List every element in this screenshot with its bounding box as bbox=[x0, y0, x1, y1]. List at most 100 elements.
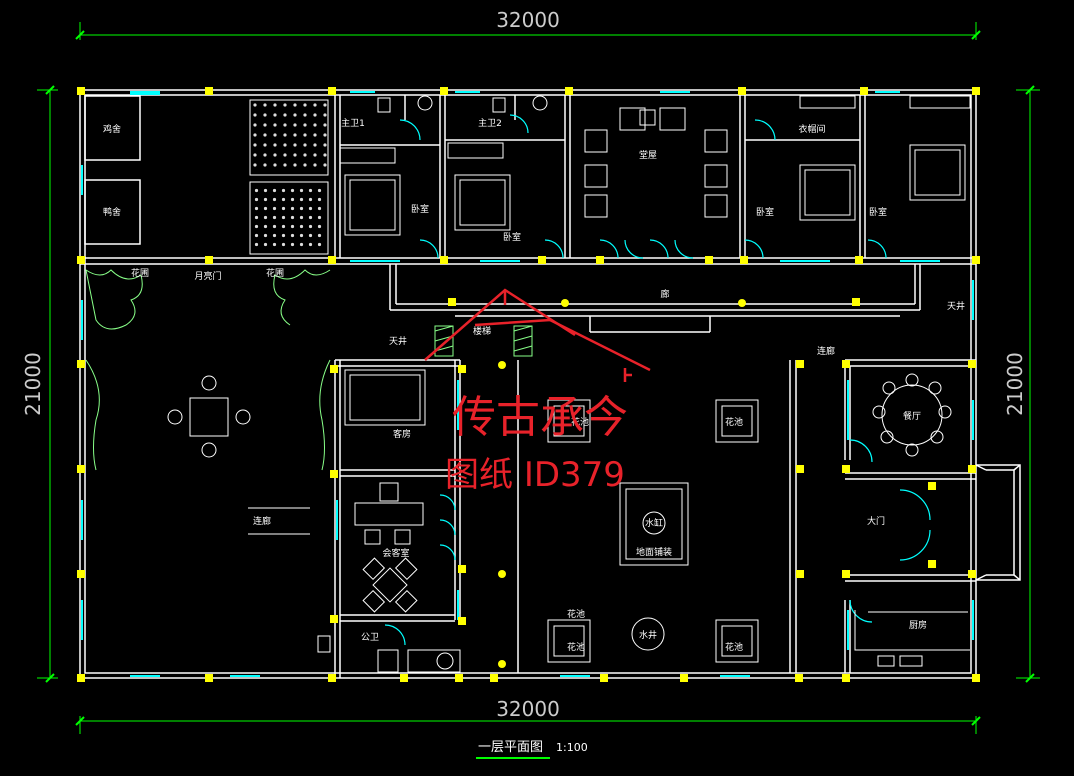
label-bedroom-2: 卧室 bbox=[503, 231, 521, 243]
label-dining: 餐厅 bbox=[903, 410, 921, 422]
tile-dot bbox=[323, 163, 327, 167]
tile-dot bbox=[313, 133, 317, 137]
watermark: 传古承今 图纸 ID379 bbox=[424, 288, 651, 495]
tile-dot bbox=[253, 123, 257, 127]
label-living: 堂屋 bbox=[639, 149, 657, 161]
tile-dot bbox=[313, 153, 317, 157]
tile-dot bbox=[253, 103, 257, 107]
tile-dot bbox=[299, 215, 304, 220]
doors bbox=[384, 114, 931, 646]
tile-dot bbox=[283, 123, 287, 127]
tile-dot bbox=[273, 113, 277, 117]
tile-dot bbox=[290, 188, 295, 193]
label-bedroom-3: 卧室 bbox=[756, 206, 774, 218]
tile-dot bbox=[263, 215, 268, 220]
label-flower-pool-1: 花池 bbox=[571, 416, 589, 428]
tile-dot bbox=[303, 103, 307, 107]
tile-dot bbox=[290, 206, 295, 211]
tile-dot bbox=[253, 143, 257, 147]
label-bedroom-4: 卧室 bbox=[869, 206, 887, 218]
label-moon-gate: 月亮门 bbox=[194, 270, 221, 282]
label-guest-room: 客房 bbox=[393, 428, 411, 440]
tile-dot bbox=[273, 133, 277, 137]
label-corridor: 廊 bbox=[660, 288, 669, 300]
walls bbox=[79, 89, 1021, 679]
tile-dot bbox=[273, 103, 277, 107]
tile-dot bbox=[290, 242, 295, 247]
tile-dot bbox=[283, 113, 287, 117]
watermark-logo-icon bbox=[424, 288, 651, 382]
tile-dot bbox=[299, 188, 304, 193]
watermark-id: 图纸 ID379 bbox=[445, 455, 625, 495]
label-verandah: 连廊 bbox=[817, 345, 835, 357]
label-master-bath-2: 主卫2 bbox=[478, 117, 502, 129]
tile-dot bbox=[273, 163, 277, 167]
tile-dot bbox=[263, 233, 268, 238]
tile-dot bbox=[290, 224, 295, 229]
tile-dot bbox=[293, 163, 297, 167]
dimension-lines bbox=[37, 22, 1040, 734]
columns bbox=[77, 87, 980, 682]
label-flower-pool-2: 花池 bbox=[725, 416, 743, 428]
watermark-text: 传古承今 bbox=[452, 392, 628, 443]
dimension-bottom: 32000 bbox=[496, 697, 560, 721]
tile-dot bbox=[317, 215, 322, 220]
tile-dot bbox=[281, 233, 286, 238]
tile-dot bbox=[253, 113, 257, 117]
windows bbox=[81, 91, 974, 677]
tile-dot bbox=[272, 188, 277, 193]
label-well: 水井 bbox=[639, 629, 657, 641]
tile-dot bbox=[273, 143, 277, 147]
tile-dot bbox=[254, 206, 259, 211]
label-flower-pool-5: 花池 bbox=[725, 641, 743, 653]
tile-dot bbox=[281, 242, 286, 247]
tile-dot bbox=[263, 133, 267, 137]
tile-dot bbox=[281, 197, 286, 202]
tile-dot bbox=[317, 206, 322, 211]
tile-dot bbox=[263, 113, 267, 117]
tile-dot bbox=[303, 143, 307, 147]
tile-dot bbox=[254, 197, 259, 202]
tile-dot bbox=[273, 153, 277, 157]
tile-dot bbox=[308, 233, 313, 238]
dimension-right: 21000 bbox=[1003, 352, 1027, 416]
tile-dot bbox=[323, 113, 327, 117]
tile-dot bbox=[272, 215, 277, 220]
tile-dot bbox=[281, 188, 286, 193]
dimension-top: 32000 bbox=[496, 8, 560, 32]
tile-dot bbox=[254, 242, 259, 247]
tile-dot bbox=[253, 133, 257, 137]
tile-dot bbox=[303, 133, 307, 137]
tile-dot bbox=[293, 103, 297, 107]
label-floor-pattern: 地面铺装 bbox=[636, 546, 672, 558]
tile-dot bbox=[281, 224, 286, 229]
tile-dot bbox=[254, 233, 259, 238]
tile-dot bbox=[263, 153, 267, 157]
hedges bbox=[85, 268, 331, 471]
tile-dot bbox=[254, 215, 259, 220]
furniture bbox=[167, 95, 971, 673]
plan-scale: 1:100 bbox=[556, 741, 588, 754]
label-flower-bed-1: 花圃 bbox=[131, 267, 149, 279]
tile-dot bbox=[303, 153, 307, 157]
tile-dot bbox=[308, 242, 313, 247]
tile-dot bbox=[283, 153, 287, 157]
label-courtyard-1: 天井 bbox=[389, 335, 407, 347]
label-tea-room: 会客室 bbox=[382, 547, 409, 559]
tiling bbox=[249, 99, 329, 176]
tile-dot bbox=[253, 163, 257, 167]
tile-dot bbox=[263, 206, 268, 211]
tile-dot bbox=[283, 143, 287, 147]
tile-dot bbox=[254, 224, 259, 229]
tile-dot bbox=[273, 123, 277, 127]
tile-dot bbox=[290, 233, 295, 238]
tile-dot bbox=[317, 233, 322, 238]
tile-dot bbox=[263, 197, 268, 202]
tile-dot bbox=[323, 103, 327, 107]
tile-dot bbox=[308, 188, 313, 193]
tile-dot bbox=[299, 242, 304, 247]
tile-dot bbox=[303, 113, 307, 117]
tile-dot bbox=[323, 143, 327, 147]
tile-dot bbox=[303, 123, 307, 127]
tile-dot bbox=[263, 242, 268, 247]
